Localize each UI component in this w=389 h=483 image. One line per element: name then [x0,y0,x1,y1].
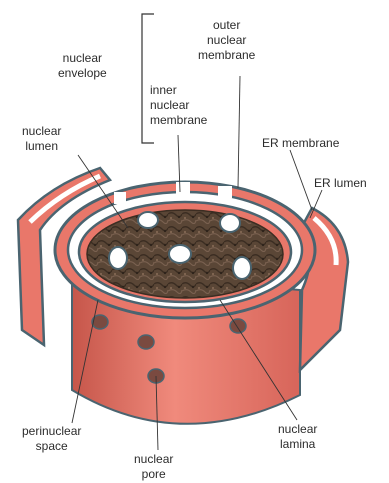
label-outer-nuclear-membrane-line-3: membrane [198,48,255,63]
er-junction-top [176,182,190,196]
leader-er-membrane [290,150,312,210]
er-junction-left [114,192,126,204]
label-er-membrane: ER membrane [262,136,339,151]
nuclear-pore-top-1 [138,212,158,228]
label-nuclear-lumen: nuclear lumen [22,124,61,154]
label-inner-nuclear-membrane-line-1: inner [150,83,207,98]
label-nuclear-envelope-line-2: envelope [58,66,107,81]
label-nuclear-lamina: nuclear lamina [278,422,317,452]
label-nuclear-lamina-line-2: lamina [278,437,317,452]
label-nuclear-envelope: nuclear envelope [58,51,107,81]
nuclear-pore-top-2 [220,214,240,232]
label-nuclear-lumen-line-1: nuclear [22,124,61,139]
label-nuclear-pore: nuclear pore [134,452,173,482]
label-er-lumen: ER lumen [314,176,367,191]
label-perinuclear-space-line-1: perinuclear [22,424,81,439]
label-inner-nuclear-membrane-line-3: membrane [150,113,207,128]
nuclear-pore-side-2 [138,335,154,349]
nuclear-pore-top-3 [169,245,191,263]
label-outer-nuclear-membrane: outer nuclear membrane [198,18,255,63]
label-outer-nuclear-membrane-line-1: outer [198,18,255,33]
label-perinuclear-space: perinuclear space [22,424,81,454]
leader-outer-membrane [238,76,240,188]
label-perinuclear-space-line-2: space [22,439,81,454]
nuclear-pore-top-4 [109,247,127,269]
label-inner-nuclear-membrane: inner nuclear membrane [150,83,207,128]
nuclear-pore-side-4 [230,319,246,333]
er-junction-right [218,186,232,198]
label-outer-nuclear-membrane-line-2: nuclear [198,33,255,48]
nuclear-pore-top-5 [233,257,251,279]
label-nuclear-pore-line-1: nuclear [134,452,173,467]
label-nuclear-envelope-line-1: nuclear [58,51,107,66]
label-inner-nuclear-membrane-line-2: nuclear [150,98,207,113]
label-nuclear-lumen-line-2: lumen [22,139,61,154]
label-nuclear-pore-line-2: pore [134,467,173,482]
label-nuclear-lamina-line-1: nuclear [278,422,317,437]
